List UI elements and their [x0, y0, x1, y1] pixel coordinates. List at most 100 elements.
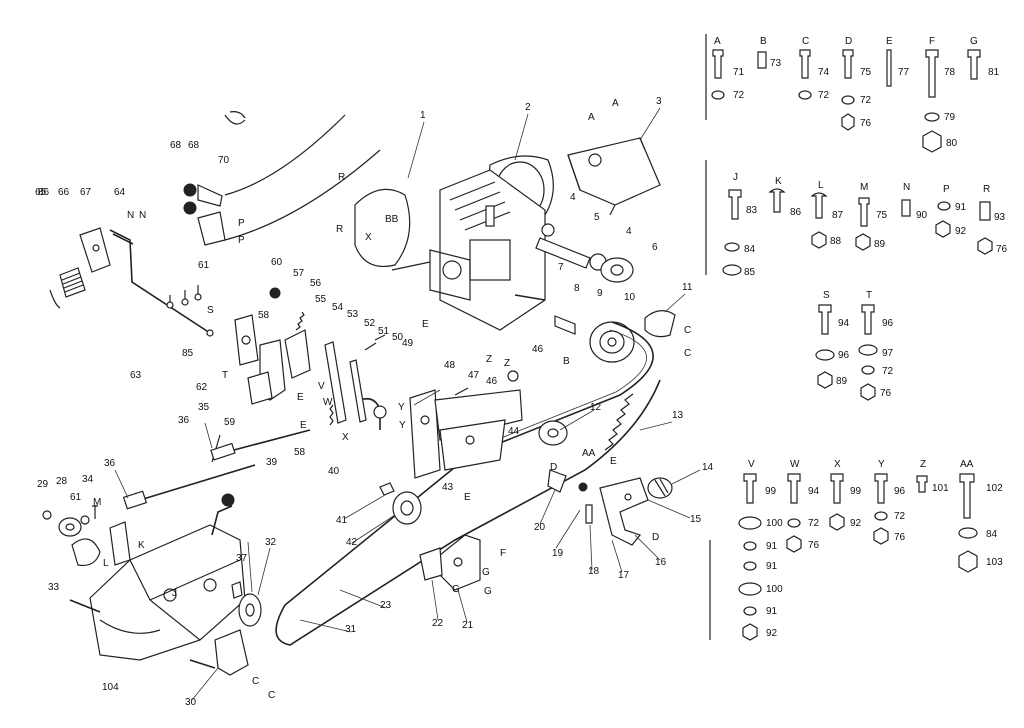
hdr-AA: AA [960, 459, 974, 470]
hdr-M: M [860, 182, 868, 193]
callout-37: 37 [236, 553, 248, 564]
item-79: 79 [944, 112, 956, 123]
item-72d: 72 [882, 366, 894, 377]
callout-29: 29 [37, 479, 49, 490]
bracket-30 [214, 629, 249, 676]
callout-59: 59 [224, 417, 236, 428]
item-91a: 91 [955, 202, 967, 213]
callout-7: 7 [558, 262, 564, 273]
letter-G3: G [452, 584, 460, 595]
callout-85: 85 [182, 348, 194, 359]
hdr-X: X [834, 459, 841, 470]
pulley-shaft [535, 223, 634, 283]
callout-51: 51 [378, 326, 390, 337]
callout-22: 22 [432, 618, 444, 629]
item-100a: 100 [766, 518, 783, 529]
spring-pad-66 [59, 267, 86, 298]
drive-pulley [554, 310, 676, 363]
callout-41: 41 [336, 515, 348, 526]
letter-Z1: Z [486, 354, 492, 365]
hdr-L: L [818, 180, 824, 191]
callout-18: 18 [588, 566, 600, 577]
item-97: 97 [882, 348, 894, 359]
callout-61a: 61 [198, 260, 210, 271]
item-103: 103 [986, 557, 1003, 568]
callout-32: 32 [265, 537, 277, 548]
letter-C2: C [684, 348, 691, 359]
hdr-G: G [970, 36, 978, 47]
callout-34: 34 [82, 474, 94, 485]
letter-P1: P [238, 218, 245, 229]
item-71: 71 [733, 67, 745, 78]
letter-A2: A [612, 98, 619, 109]
item-101: 101 [932, 483, 949, 494]
item-89b: 89 [836, 376, 848, 387]
callout-54: 54 [332, 302, 344, 313]
callout-86: 86 [38, 187, 50, 198]
callout-49: 49 [402, 338, 414, 349]
callout-20: 20 [534, 522, 546, 533]
callout-19: 19 [552, 548, 564, 559]
callout-52: 52 [364, 318, 376, 329]
callout-44: 44 [508, 426, 520, 437]
hdr-S: S [823, 290, 830, 301]
spring-13 [604, 393, 634, 451]
letter-G1: G [482, 567, 490, 578]
callout-2: 2 [525, 102, 531, 113]
item-72a: 72 [733, 90, 745, 101]
item-90: 90 [916, 210, 928, 221]
letter-B: B [563, 356, 570, 367]
letter-R2: R [336, 224, 343, 235]
callout-68a: 68 [170, 140, 182, 151]
letter-E3: E [297, 392, 304, 403]
callout-46b: 46 [486, 376, 498, 387]
letter-W: W [323, 397, 333, 408]
callout-42: 42 [346, 537, 358, 548]
letter-N2: N [139, 210, 146, 221]
letter-T: T [222, 370, 228, 381]
callout-58a: 58 [258, 310, 270, 321]
callout-15: 15 [690, 514, 702, 525]
letter-M: M [93, 497, 101, 508]
letter-D1: D [550, 462, 557, 473]
drive-belt [275, 321, 661, 646]
letter-Y2: Y [399, 420, 406, 431]
hdr-J: J [733, 172, 738, 183]
callout-55: 55 [315, 294, 327, 305]
callout-9: 9 [597, 288, 603, 299]
bracket-48 [409, 389, 523, 479]
callout-4a: 4 [570, 192, 576, 203]
item-96a: 96 [838, 350, 850, 361]
letter-C3: C [252, 676, 259, 687]
svg-text:X: X [365, 232, 372, 243]
item-85: 85 [744, 267, 756, 278]
item-91c: 91 [766, 561, 778, 572]
callout-10: 10 [624, 292, 636, 303]
item-99a: 99 [765, 486, 777, 497]
item-83: 83 [746, 205, 758, 216]
callout-47: 47 [468, 370, 480, 381]
callout-28: 28 [56, 476, 68, 487]
hdr-C: C [802, 36, 809, 47]
callout-64: 64 [114, 187, 126, 198]
letter-L: L [103, 558, 109, 569]
item-75a: 75 [860, 67, 872, 78]
item-76d: 76 [808, 540, 820, 551]
hdr-P: P [943, 184, 950, 195]
letter-V: V [318, 381, 325, 392]
callout-36a: 36 [178, 415, 190, 426]
letter-S: S [207, 305, 214, 316]
item-76e: 76 [894, 532, 906, 543]
item-77: 77 [898, 67, 910, 78]
callout-30: 30 [185, 697, 197, 708]
callout-46a: 46 [532, 344, 544, 355]
item-92a: 92 [955, 226, 967, 237]
idler-pulley [538, 420, 568, 446]
hdr-V: V [748, 459, 755, 470]
callout-11: 11 [682, 282, 693, 293]
callout-36b: 36 [104, 458, 116, 469]
letter-F: F [500, 548, 506, 559]
letter-E2: E [422, 319, 429, 330]
item-74: 74 [818, 67, 830, 78]
